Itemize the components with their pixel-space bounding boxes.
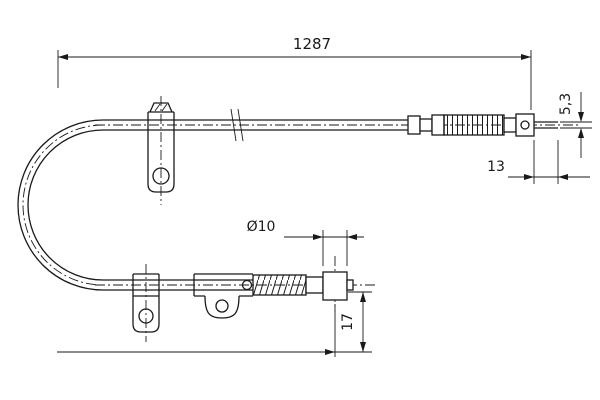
dim-eyelet-offset: 17 — [340, 291, 372, 352]
dim-rod-diameter-label: 5,3 — [558, 93, 574, 115]
arrow-left-icon — [347, 234, 357, 240]
dim-rod-length-label: 13 — [487, 159, 505, 175]
dim-eyelet-diameter: Ø10 — [247, 219, 364, 266]
equalizer-rivet — [241, 279, 253, 291]
arrow-up-icon — [360, 292, 366, 302]
clevis-block — [515, 113, 535, 137]
arrow-right-icon — [313, 234, 323, 240]
arrow-right-icon — [524, 174, 534, 180]
equalizer-hole — [215, 299, 229, 313]
eyelet-barrel — [322, 271, 348, 301]
ferrule-2 — [419, 118, 433, 132]
mounting-bracket-bottom — [132, 273, 160, 333]
arrow-right-icon — [325, 349, 335, 355]
clevis-pin-hole — [520, 120, 530, 130]
arrow-right-icon — [521, 54, 531, 60]
mounting-bracket-top — [147, 102, 175, 193]
ferrule-1 — [407, 115, 421, 135]
ferrule-3 — [431, 114, 445, 136]
bracket-top-hole — [152, 167, 170, 185]
dim-rod-length: 13 — [487, 140, 590, 184]
dim-overall-length-label: 1287 — [293, 35, 331, 53]
arrow-left-icon — [58, 54, 68, 60]
end-nipple — [346, 279, 354, 291]
bracket-bottom-hole — [138, 308, 154, 324]
dim-eyelet-offset-label: 17 — [340, 313, 356, 331]
return-spring — [252, 274, 307, 296]
cable-end-top — [407, 113, 558, 137]
arrow-up-icon — [578, 128, 584, 138]
dim-overall-length: 1287 — [57, 35, 532, 110]
bottom-reference-line — [57, 304, 372, 357]
ferrule-4 — [305, 276, 324, 294]
break-marks — [230, 108, 244, 142]
spring-stop — [503, 117, 517, 133]
dim-eyelet-diameter-label: Ø10 — [247, 219, 276, 235]
adjuster-spring-boot — [443, 114, 505, 136]
cable-outline — [17, 119, 408, 291]
dim-rod-diameter: 5,3 — [558, 92, 592, 158]
arrow-left-icon — [558, 174, 568, 180]
equalizer-bracket — [193, 273, 253, 319]
arrow-down-icon — [360, 342, 366, 352]
cable-end-bottom — [252, 271, 354, 301]
arrow-down-icon — [578, 112, 584, 122]
